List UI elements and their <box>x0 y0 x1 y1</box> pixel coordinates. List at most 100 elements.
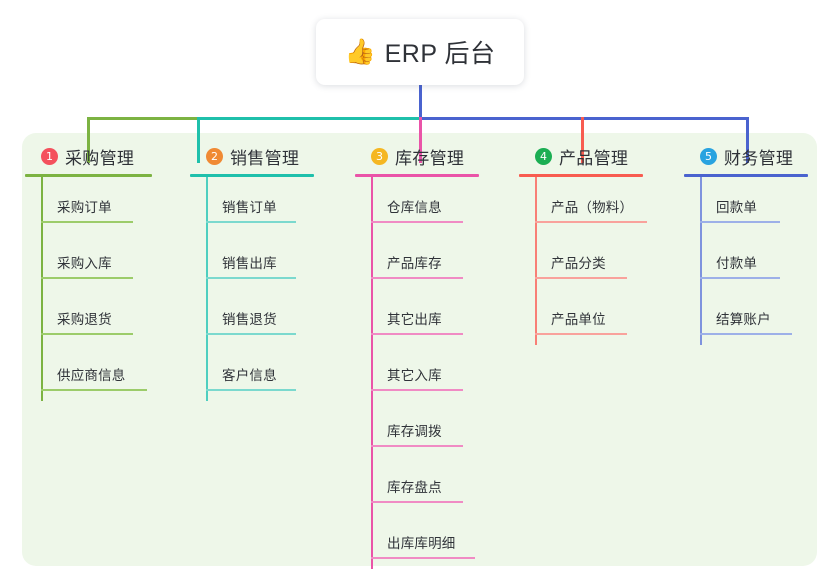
list-item-rule <box>535 333 627 335</box>
branch-title-1: 采购管理 <box>65 148 135 168</box>
list-item-rule <box>700 221 780 223</box>
list-item[interactable]: 库存盘点 <box>355 457 515 513</box>
list-item-rule <box>535 221 647 223</box>
list-item-label: 采购入库 <box>57 256 112 271</box>
branch-items-5: 回款单 付款单 结算账户 <box>684 177 834 345</box>
branch-badge-5: 5 <box>700 147 717 165</box>
list-item-rule <box>371 501 463 503</box>
list-item-rule <box>41 277 133 279</box>
list-item-rule <box>41 389 147 391</box>
branch-badge-1: 1 <box>41 147 58 165</box>
list-item-label: 客户信息 <box>222 368 277 383</box>
connector-drop-col2 <box>197 117 200 163</box>
list-item-rule <box>41 333 133 335</box>
list-item[interactable]: 供应商信息 <box>25 345 180 401</box>
list-item-rule <box>535 277 627 279</box>
branch-badge-3: 3 <box>371 147 388 165</box>
list-item-rule <box>371 333 463 335</box>
list-item-rule <box>371 389 463 391</box>
root-node[interactable]: 👍 ERP 后台 <box>316 19 524 85</box>
branch-items-2: 销售订单 销售出库 销售退货 客户信息 <box>190 177 345 401</box>
branch-title-2: 销售管理 <box>230 148 300 168</box>
list-item-label: 销售出库 <box>222 256 277 271</box>
list-item-rule <box>206 333 296 335</box>
list-item-label: 产品分类 <box>551 256 606 271</box>
list-item[interactable]: 付款单 <box>684 233 834 289</box>
branch-spine-5 <box>700 177 702 345</box>
list-item-rule <box>371 557 475 559</box>
branch-column-4: 4 产品管理 产品（物料） 产品分类 产品单位 <box>519 143 684 345</box>
branch-column-5: 5 财务管理 回款单 付款单 结算账户 <box>684 143 834 345</box>
branch-spine-1 <box>41 177 43 401</box>
list-item-label: 付款单 <box>716 256 758 271</box>
list-item[interactable]: 出库库明细 <box>355 513 515 569</box>
list-item[interactable]: 产品（物料） <box>519 177 684 233</box>
connector-bus-teal <box>197 117 421 120</box>
list-item[interactable]: 回款单 <box>684 177 834 233</box>
branch-header-3[interactable]: 3 库存管理 <box>355 143 515 169</box>
connector-drop-col3 <box>419 117 422 163</box>
branch-title-4: 产品管理 <box>559 148 629 168</box>
root-title: ERP 后台 <box>384 40 496 68</box>
list-item-label: 采购退货 <box>57 312 112 327</box>
list-item-rule <box>371 221 463 223</box>
branch-title-5: 财务管理 <box>724 148 794 168</box>
branch-column-3: 3 库存管理 仓库信息 产品库存 其它出库 其它入库 库存调拨 <box>355 143 515 569</box>
list-item[interactable]: 客户信息 <box>190 345 345 401</box>
list-item-rule <box>371 445 463 447</box>
list-item-label: 产品（物料） <box>551 200 634 215</box>
list-item-rule <box>371 277 463 279</box>
branch-spine-2 <box>206 177 208 401</box>
branch-header-1[interactable]: 1 采购管理 <box>25 143 180 169</box>
list-item-label: 产品单位 <box>551 312 606 327</box>
list-item-label: 其它出库 <box>387 312 442 327</box>
branch-header-4[interactable]: 4 产品管理 <box>519 143 684 169</box>
list-item[interactable]: 销售出库 <box>190 233 345 289</box>
branch-rule-2 <box>190 174 314 177</box>
list-item-label: 库存盘点 <box>387 480 442 495</box>
list-item-label: 结算账户 <box>716 312 771 327</box>
list-item[interactable]: 其它入库 <box>355 345 515 401</box>
list-item-rule <box>700 333 792 335</box>
branch-spine-3 <box>371 177 373 569</box>
connector-bus-blue <box>419 117 749 120</box>
list-item[interactable]: 采购订单 <box>25 177 180 233</box>
branch-rule-5 <box>684 174 808 177</box>
list-item[interactable]: 结算账户 <box>684 289 834 345</box>
list-item[interactable]: 销售退货 <box>190 289 345 345</box>
list-item[interactable]: 其它出库 <box>355 289 515 345</box>
list-item[interactable]: 产品分类 <box>519 233 684 289</box>
list-item-label: 出库库明细 <box>387 536 456 551</box>
branch-header-5[interactable]: 5 财务管理 <box>684 143 834 169</box>
thumbs-up-icon: 👍 <box>344 37 376 66</box>
connector-drop-col1 <box>87 117 90 163</box>
list-item[interactable]: 销售订单 <box>190 177 345 233</box>
list-item[interactable]: 采购退货 <box>25 289 180 345</box>
connector-drop-col4 <box>581 117 584 163</box>
branch-badge-4: 4 <box>535 147 552 165</box>
branch-items-1: 采购订单 采购入库 采购退货 供应商信息 <box>25 177 180 401</box>
branch-spine-4 <box>535 177 537 345</box>
list-item-label: 采购订单 <box>57 200 112 215</box>
list-item-rule <box>206 389 296 391</box>
branch-column-1: 1 采购管理 采购订单 采购入库 采购退货 供应商信息 <box>25 143 180 401</box>
list-item-label: 仓库信息 <box>387 200 442 215</box>
list-item-label: 其它入库 <box>387 368 442 383</box>
list-item-label: 供应商信息 <box>57 368 126 383</box>
branch-rule-1 <box>25 174 152 177</box>
list-item[interactable]: 库存调拨 <box>355 401 515 457</box>
branch-items-3: 仓库信息 产品库存 其它出库 其它入库 库存调拨 库存盘点 <box>355 177 515 569</box>
list-item[interactable]: 采购入库 <box>25 233 180 289</box>
connector-root-stem <box>419 85 422 119</box>
list-item-label: 回款单 <box>716 200 758 215</box>
branch-title-3: 库存管理 <box>395 148 465 168</box>
list-item[interactable]: 仓库信息 <box>355 177 515 233</box>
list-item-label: 销售退货 <box>222 312 277 327</box>
list-item[interactable]: 产品单位 <box>519 289 684 345</box>
branch-rule-3 <box>355 174 479 177</box>
branch-header-2[interactable]: 2 销售管理 <box>190 143 345 169</box>
list-item[interactable]: 产品库存 <box>355 233 515 289</box>
branch-badge-2: 2 <box>206 147 223 165</box>
connector-bus-green <box>87 117 199 120</box>
